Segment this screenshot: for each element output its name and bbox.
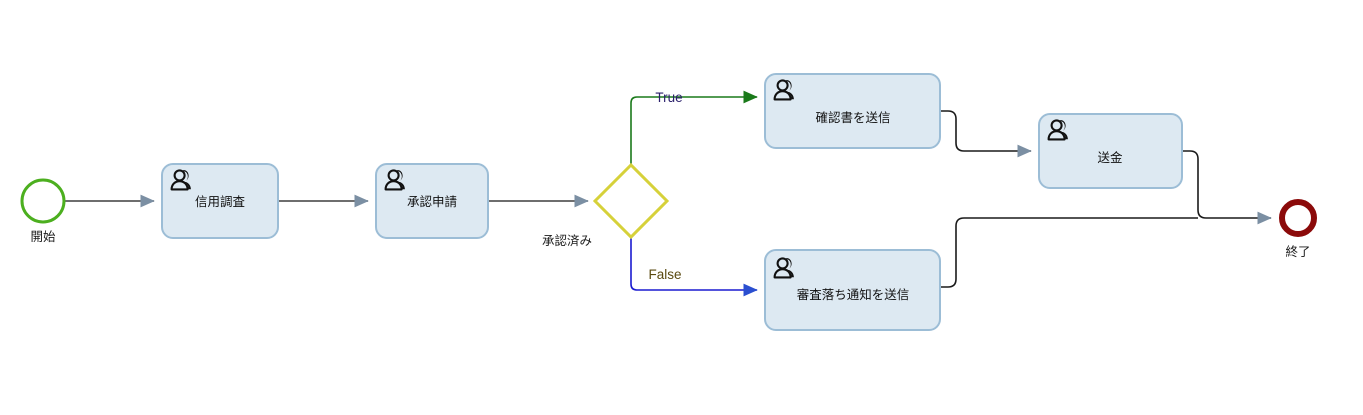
end-event-label: 終了 [1285,244,1310,259]
task-send-confirmation-box[interactable] [764,73,941,149]
task-remittance[interactable]: 送金 [1038,113,1183,189]
exclusive-gateway-diamond[interactable] [592,162,670,240]
edge-label-false: False [648,267,681,282]
task-send-rejection[interactable]: 審査落ち通知を送信 [764,249,941,331]
exclusive-gateway[interactable]: 承認済み [542,162,670,248]
start-event-label: 開始 [30,230,56,244]
start-event-circle[interactable] [20,178,66,224]
exclusive-gateway-label: 承認済み [542,233,592,248]
edge-gateway-false-to-rejection: False [630,237,758,297]
task-approval-request[interactable]: 承認申請 [375,163,489,239]
task-approval-request-label: 承認申請 [407,194,457,209]
end-event[interactable]: 終了 [1279,199,1317,259]
task-credit-check-label: 信用調査 [195,195,246,209]
edge-rejection-to-end [940,217,1198,288]
task-send-rejection-box[interactable] [764,249,941,331]
task-remittance-label: 送金 [1097,150,1123,165]
task-credit-check-box[interactable] [161,163,279,239]
task-approval-request-box[interactable] [375,163,489,239]
edge-remittance-to-end [1182,150,1272,225]
edge-confirmation-to-remittance [940,110,1032,158]
task-credit-check[interactable]: 信用調査 [161,163,279,239]
task-send-confirmation-label: 確認書を送信 [815,110,890,125]
edge-label-true: True [655,90,682,105]
edge-gateway-true-to-confirmation: True [630,90,758,165]
task-send-rejection-label: 審査落ち通知を送信 [797,287,910,302]
start-event[interactable]: 開始 [20,178,66,244]
end-event-circle[interactable] [1279,199,1317,237]
task-remittance-box[interactable] [1038,113,1183,189]
task-send-confirmation[interactable]: 確認書を送信 [764,73,941,149]
